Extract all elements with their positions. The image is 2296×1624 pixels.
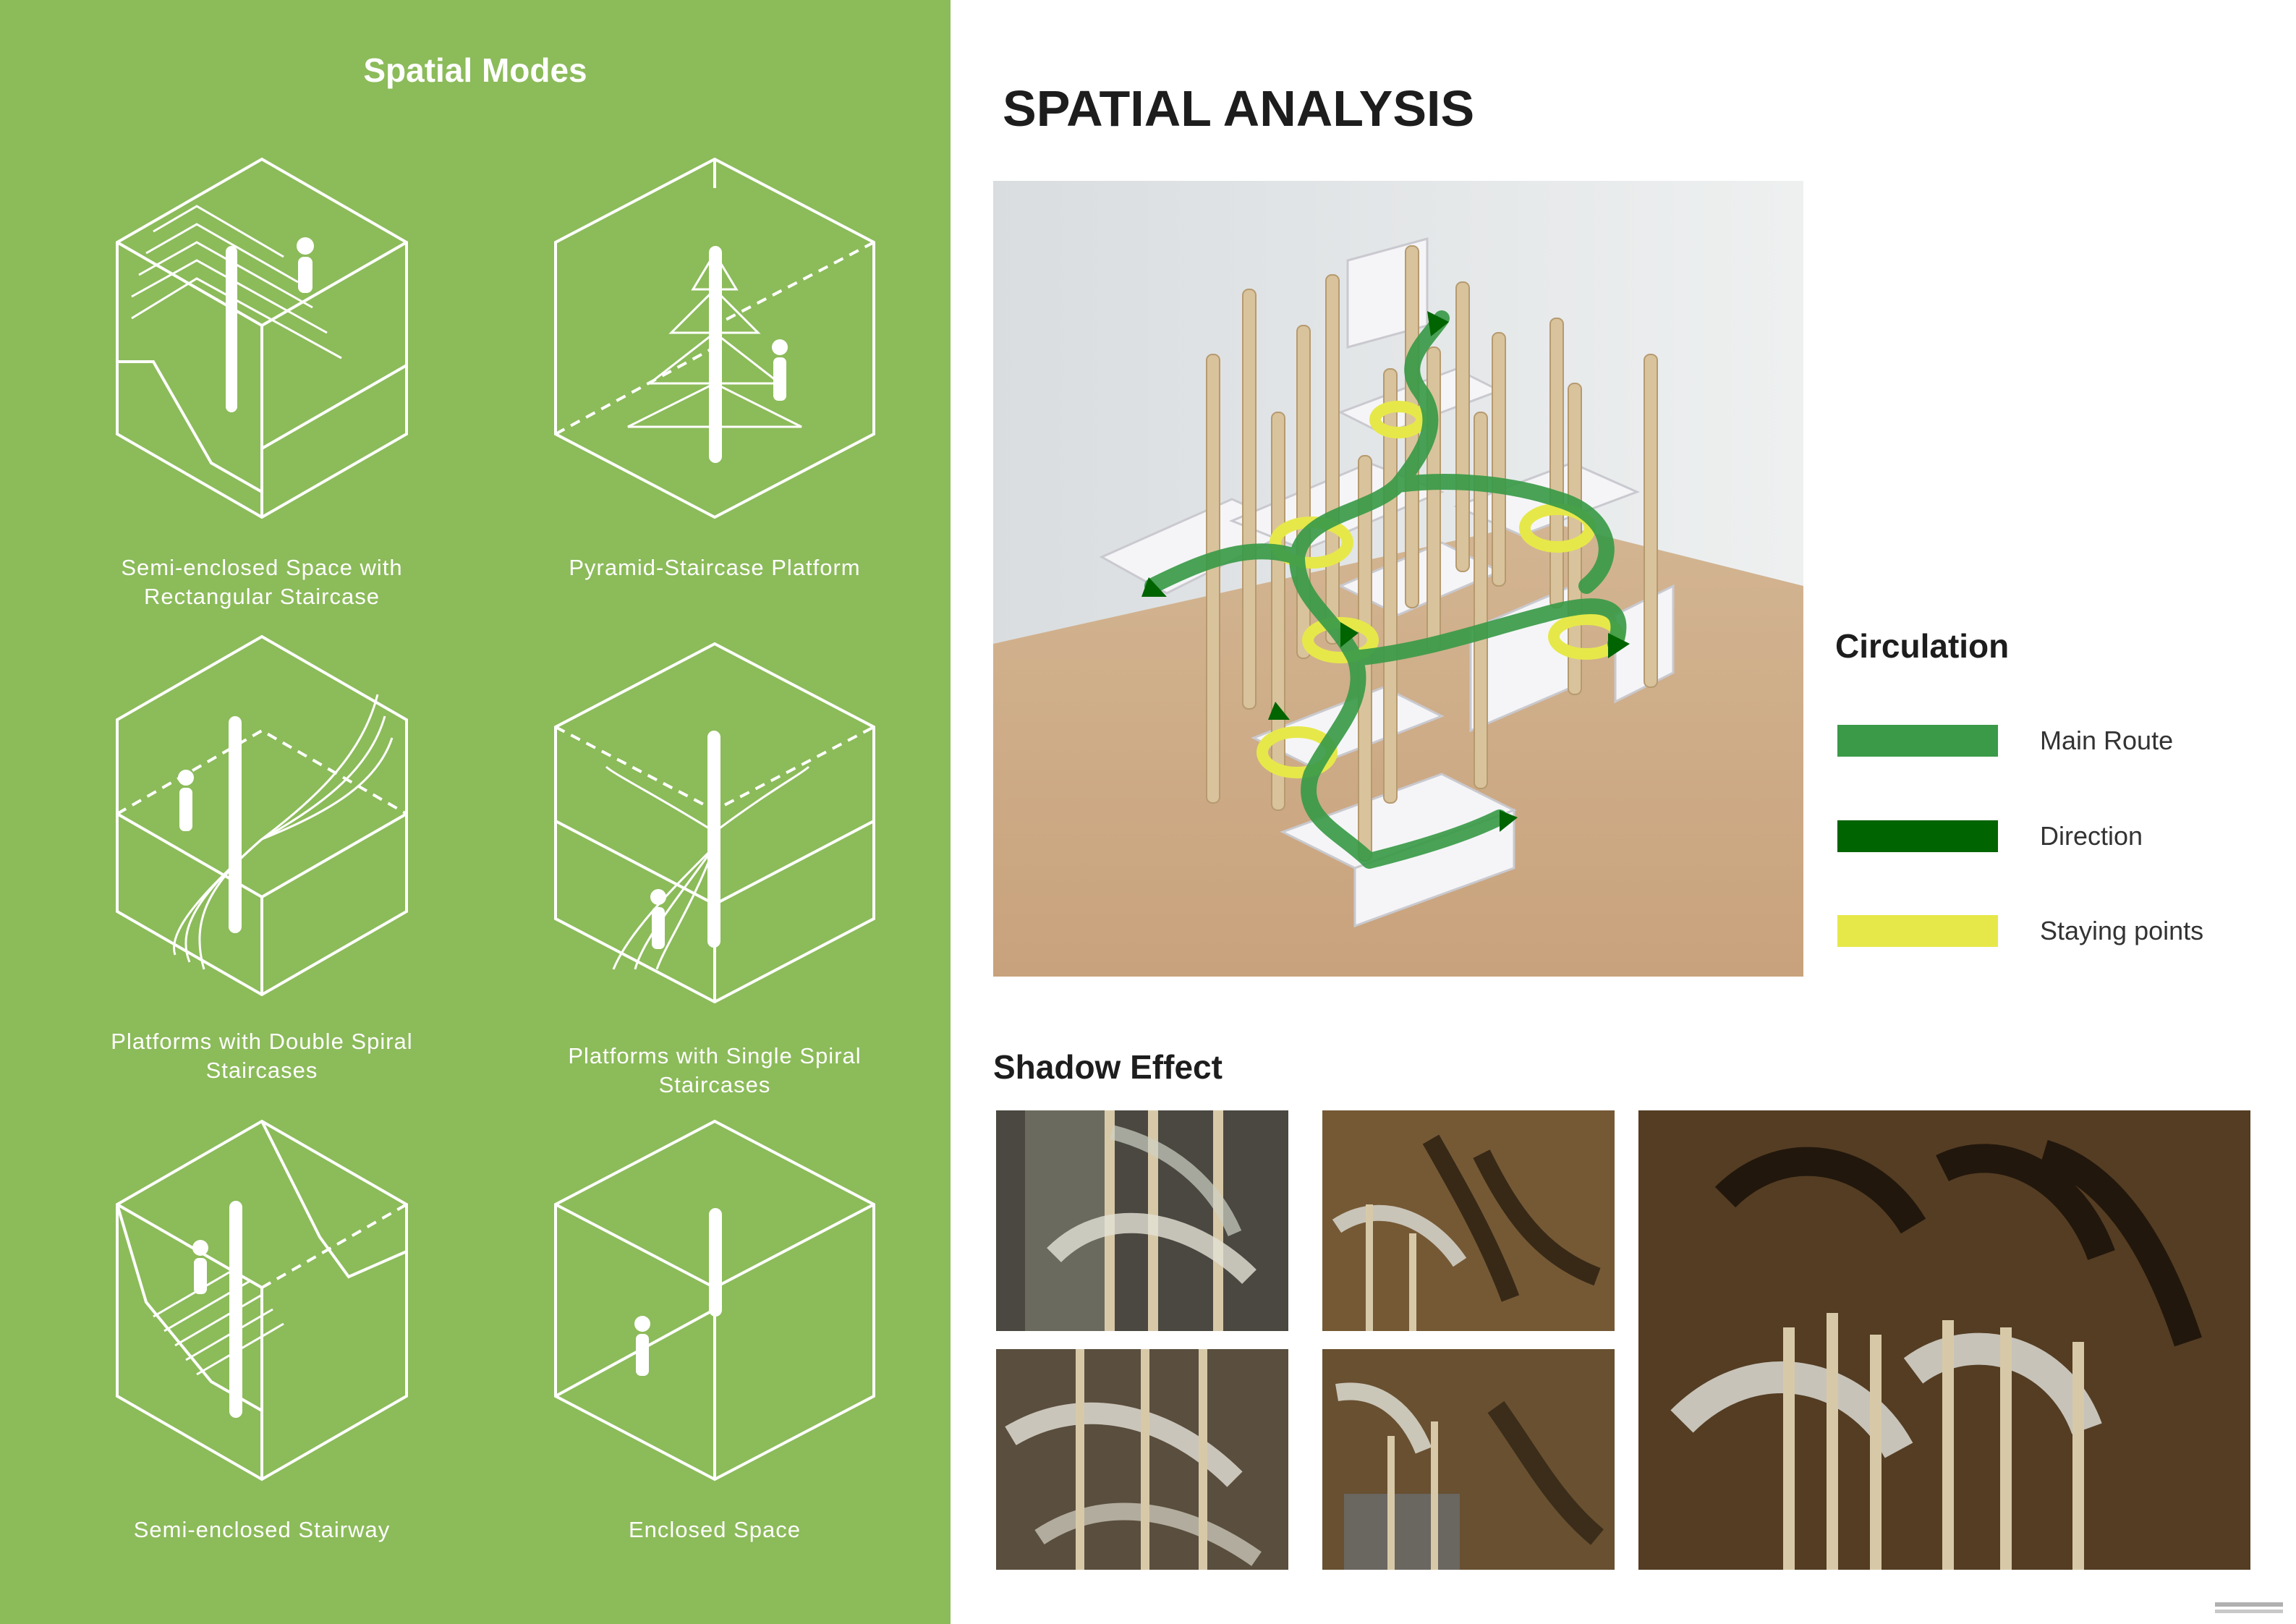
enclosed-cube-icon xyxy=(554,1119,875,1481)
shadow-photo-large xyxy=(1638,1110,2250,1570)
page-title: SPATIAL ANALYSIS xyxy=(1003,80,1475,137)
mode-caption: Semi-enclosed Space with Rectangular Sta… xyxy=(121,555,403,609)
legend-label: Main Route xyxy=(2040,726,2174,755)
legend-label: Direction xyxy=(2040,821,2143,851)
corner-logo xyxy=(2209,1598,2289,1618)
double-spiral-cube-icon xyxy=(116,634,408,997)
mode-caption: Platforms with Double Spiral Staircases xyxy=(111,1029,413,1083)
mode-caption: Pyramid-Staircase Platform xyxy=(569,555,861,580)
single-spiral-cube-icon xyxy=(554,642,875,1004)
legend-swatch xyxy=(1837,915,1998,947)
shadow-effect-title: Shadow Effect xyxy=(993,1048,1223,1086)
circulation-title: Circulation xyxy=(1835,627,2010,665)
shadow-photo-3 xyxy=(996,1349,1288,1570)
legend-item-main-route: Main Route xyxy=(1837,725,2242,757)
legend-label: Staying points xyxy=(2040,916,2204,945)
shadow-photo-1 xyxy=(996,1110,1288,1331)
legend-item-direction: Direction xyxy=(1837,820,2242,852)
mode-stairway: Semi-enclosed Stairway xyxy=(45,1107,479,1577)
pyramid-staircase-cube-icon xyxy=(554,157,875,519)
mode-pyramid-staircase: Pyramid-Staircase Platform xyxy=(498,145,932,615)
mode-enclosed: Enclosed Space xyxy=(498,1107,932,1577)
model-photo xyxy=(993,181,1803,977)
spatial-modes-panel: Spatial Modes xyxy=(0,0,951,1624)
legend-swatch xyxy=(1837,725,1998,757)
spatial-modes-title: Spatial Modes xyxy=(363,51,587,89)
mode-rectangular-staircase: Semi-enclosed Space with Rectangular Sta… xyxy=(45,145,479,615)
shadow-photo-4 xyxy=(1322,1349,1615,1570)
legend-item-staying-points: Staying points xyxy=(1837,915,2242,947)
mode-single-spiral: Platforms with Single Spiral Staircases xyxy=(498,629,932,1100)
legend-swatch xyxy=(1837,820,1998,852)
stairway-cube-icon xyxy=(116,1119,408,1481)
shadow-photo-2 xyxy=(1322,1110,1615,1331)
rectangular-staircase-cube-icon xyxy=(116,157,408,519)
mode-caption: Enclosed Space xyxy=(628,1517,802,1542)
mode-caption: Semi-enclosed Stairway xyxy=(133,1517,391,1542)
mode-double-spiral: Platforms with Double Spiral Staircases xyxy=(45,622,479,1092)
mode-caption: Platforms with Single Spiral Staircases xyxy=(568,1043,862,1097)
